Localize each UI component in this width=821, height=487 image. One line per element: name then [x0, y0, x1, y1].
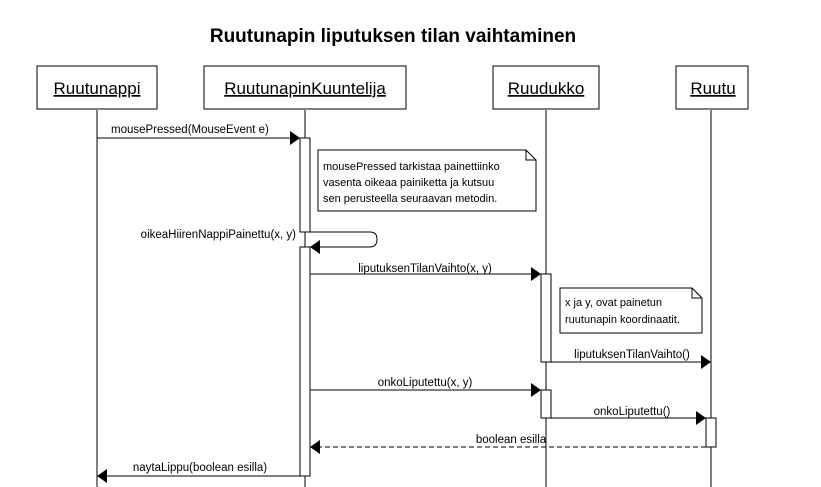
participant-label: Ruutu: [690, 79, 735, 98]
message-label: onkoLiputettu(): [594, 406, 671, 418]
participant-label: Ruutunappi: [54, 79, 141, 98]
message-liputuksentilanvaihto-xy: liputuksenTilanVaihto(x, y): [310, 263, 541, 281]
message-mousepressed: mousePressed(MouseEvent e): [97, 124, 300, 145]
activation-kuuntelija-1: [299, 137, 311, 233]
note-line: x ja y, ovat painetun: [565, 297, 662, 309]
activation-ruudukko-1: [540, 273, 552, 363]
note-line: vasenta oikeaa painiketta ja kutsuu: [323, 177, 494, 189]
message-label: boolean esilla: [476, 434, 547, 446]
note-line: mousePressed tarkistaa painettiinko: [323, 161, 500, 173]
message-label: onkoLiputettu(x, y): [378, 377, 473, 389]
note-mousepressed: mousePressed tarkistaa painettiinko vase…: [317, 149, 537, 212]
activation-kuuntelija-2: [299, 246, 311, 477]
message-label: liputuksenTilanVaihto(x, y): [358, 263, 492, 275]
note-coordinates: x ja y, ovat painetun ruutunapin koordin…: [559, 287, 703, 334]
message-liputuksentilanvaihto: liputuksenTilanVaihto(): [551, 349, 711, 369]
participant-label: RuutunapinKuuntelija: [224, 79, 386, 98]
message-onkoliputettu: onkoLiputettu(): [551, 406, 706, 425]
participant-kuuntelija: RuutunapinKuuntelija: [203, 65, 407, 110]
note-line: sen perusteella seuraavan metodin.: [323, 193, 497, 205]
participant-ruudukko: Ruudukko: [492, 65, 600, 110]
message-label: mousePressed(MouseEvent e): [111, 124, 269, 136]
message-naytalippu: naytaLippu(boolean esilla): [97, 462, 300, 483]
message-label: oikeaHiirenNappiPainettu(x, y): [141, 229, 296, 241]
diagram-title: Ruutunapin liputuksen tilan vaihtaminen: [210, 26, 576, 47]
message-oikeahiirennappipainettu: oikeaHiirenNappiPainettu(x, y): [141, 229, 378, 254]
participant-ruutunappi: Ruutunappi: [36, 65, 158, 110]
message-onkoliputettu-xy: onkoLiputettu(x, y): [310, 377, 541, 397]
message-return-boolean-esilla: boolean esilla: [310, 434, 706, 454]
note-line: ruutunapin koordinaatit.: [565, 314, 680, 326]
message-label: liputuksenTilanVaihto(): [574, 349, 690, 361]
participant-label: Ruudukko: [508, 79, 585, 98]
activation-ruutu-1: [705, 417, 717, 448]
message-label: naytaLippu(boolean esilla): [133, 462, 267, 474]
participant-ruutu: Ruutu: [675, 65, 749, 110]
activation-ruudukko-2: [540, 389, 552, 419]
